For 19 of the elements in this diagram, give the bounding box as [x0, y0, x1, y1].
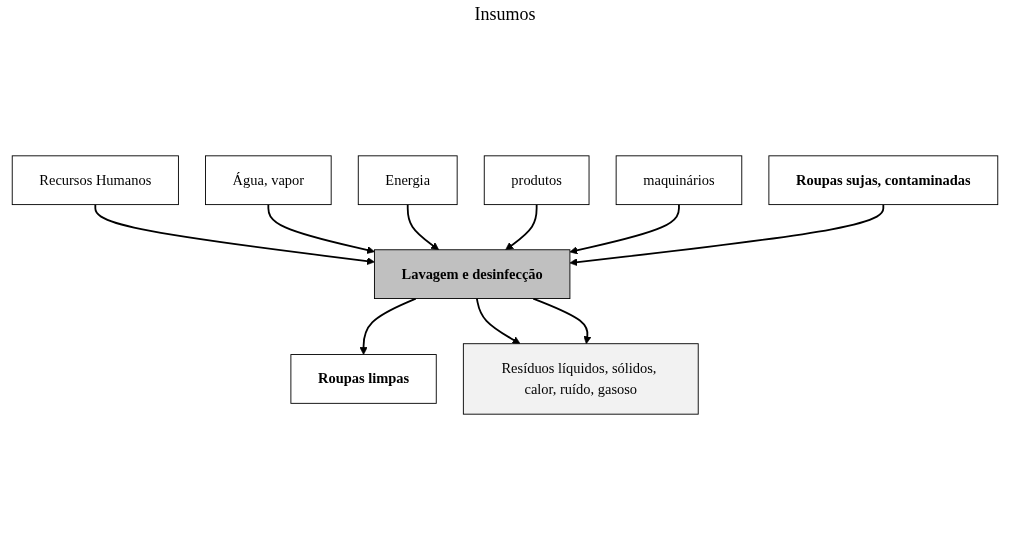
- arrow: [475, 297, 521, 345]
- node-box: Roupas limpas: [290, 354, 437, 404]
- arrow: [94, 203, 375, 266]
- node-box: Água, vapor: [205, 155, 332, 206]
- arrow: [406, 203, 440, 251]
- node-box: Recursos Humanos: [11, 155, 179, 206]
- node-box: produtos: [483, 155, 590, 206]
- arrow: [532, 297, 592, 345]
- arrow: [267, 203, 375, 254]
- arrow: [569, 203, 680, 255]
- node-box: Roupas sujas, contaminadas: [768, 155, 999, 206]
- arrow: [359, 297, 417, 355]
- arrow: [569, 203, 885, 267]
- node-box: maquinários: [615, 155, 743, 206]
- group-label: Insumos: [474, 4, 536, 24]
- node-box: Resíduos líquidos, sólidos, calor, ruído, gasoso: [462, 343, 699, 415]
- node-box: Lavagem e desinfecção: [374, 249, 571, 299]
- arrow: [505, 203, 538, 251]
- node-box: Energia: [357, 155, 458, 206]
